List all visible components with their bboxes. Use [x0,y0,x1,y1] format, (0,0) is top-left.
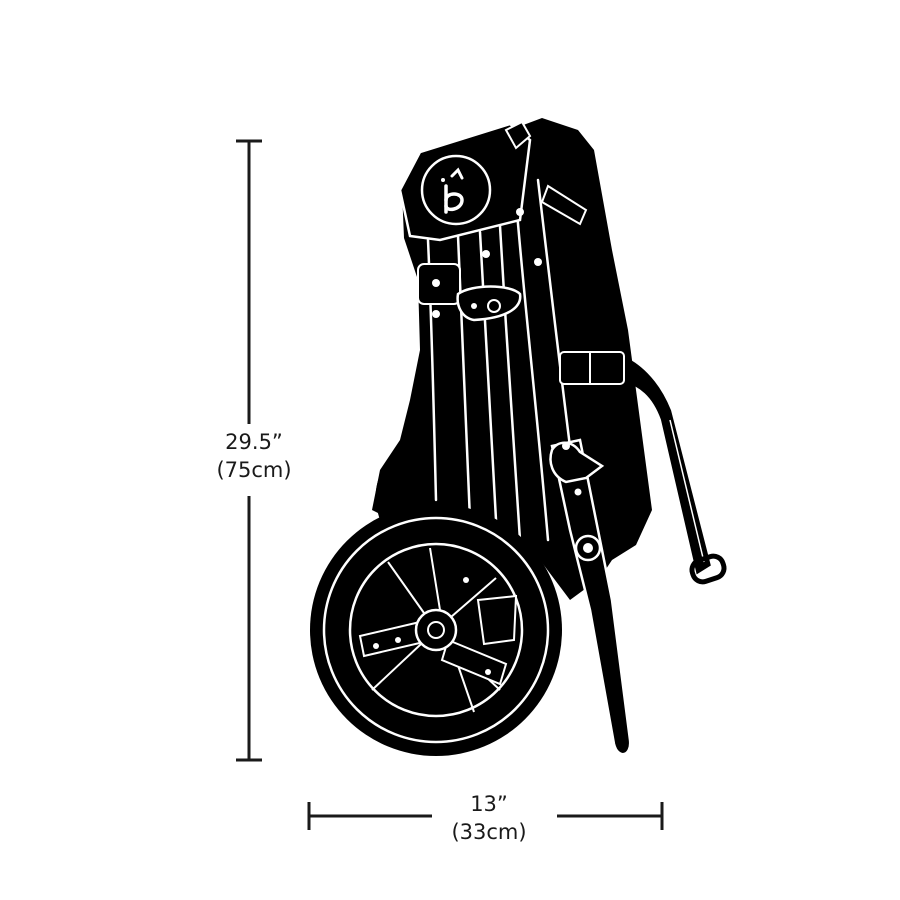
rear-wheel [310,504,562,756]
height-dimension-label: 29.5” (75cm) [196,428,312,484]
handle-assembly [398,120,588,242]
width-imperial-value: 13” [470,792,508,816]
handle-knob [540,184,588,226]
height-metric-value: (75cm) [216,458,292,482]
width-dimension-line [307,802,664,830]
brand-logo-icon [441,167,464,214]
height-dimension-line [236,139,262,762]
width-dimension-label: 13” (33cm) [424,790,554,846]
front-leg [549,438,632,756]
brake-pedal [549,441,605,484]
strap-ring [689,553,727,585]
hinge-plates [417,208,625,385]
width-metric-value: (33cm) [451,820,527,844]
logo-disc [420,154,492,226]
strap-loop [559,351,625,385]
height-imperial-value: 29.5” [225,430,283,454]
rear-bulge [375,440,428,520]
